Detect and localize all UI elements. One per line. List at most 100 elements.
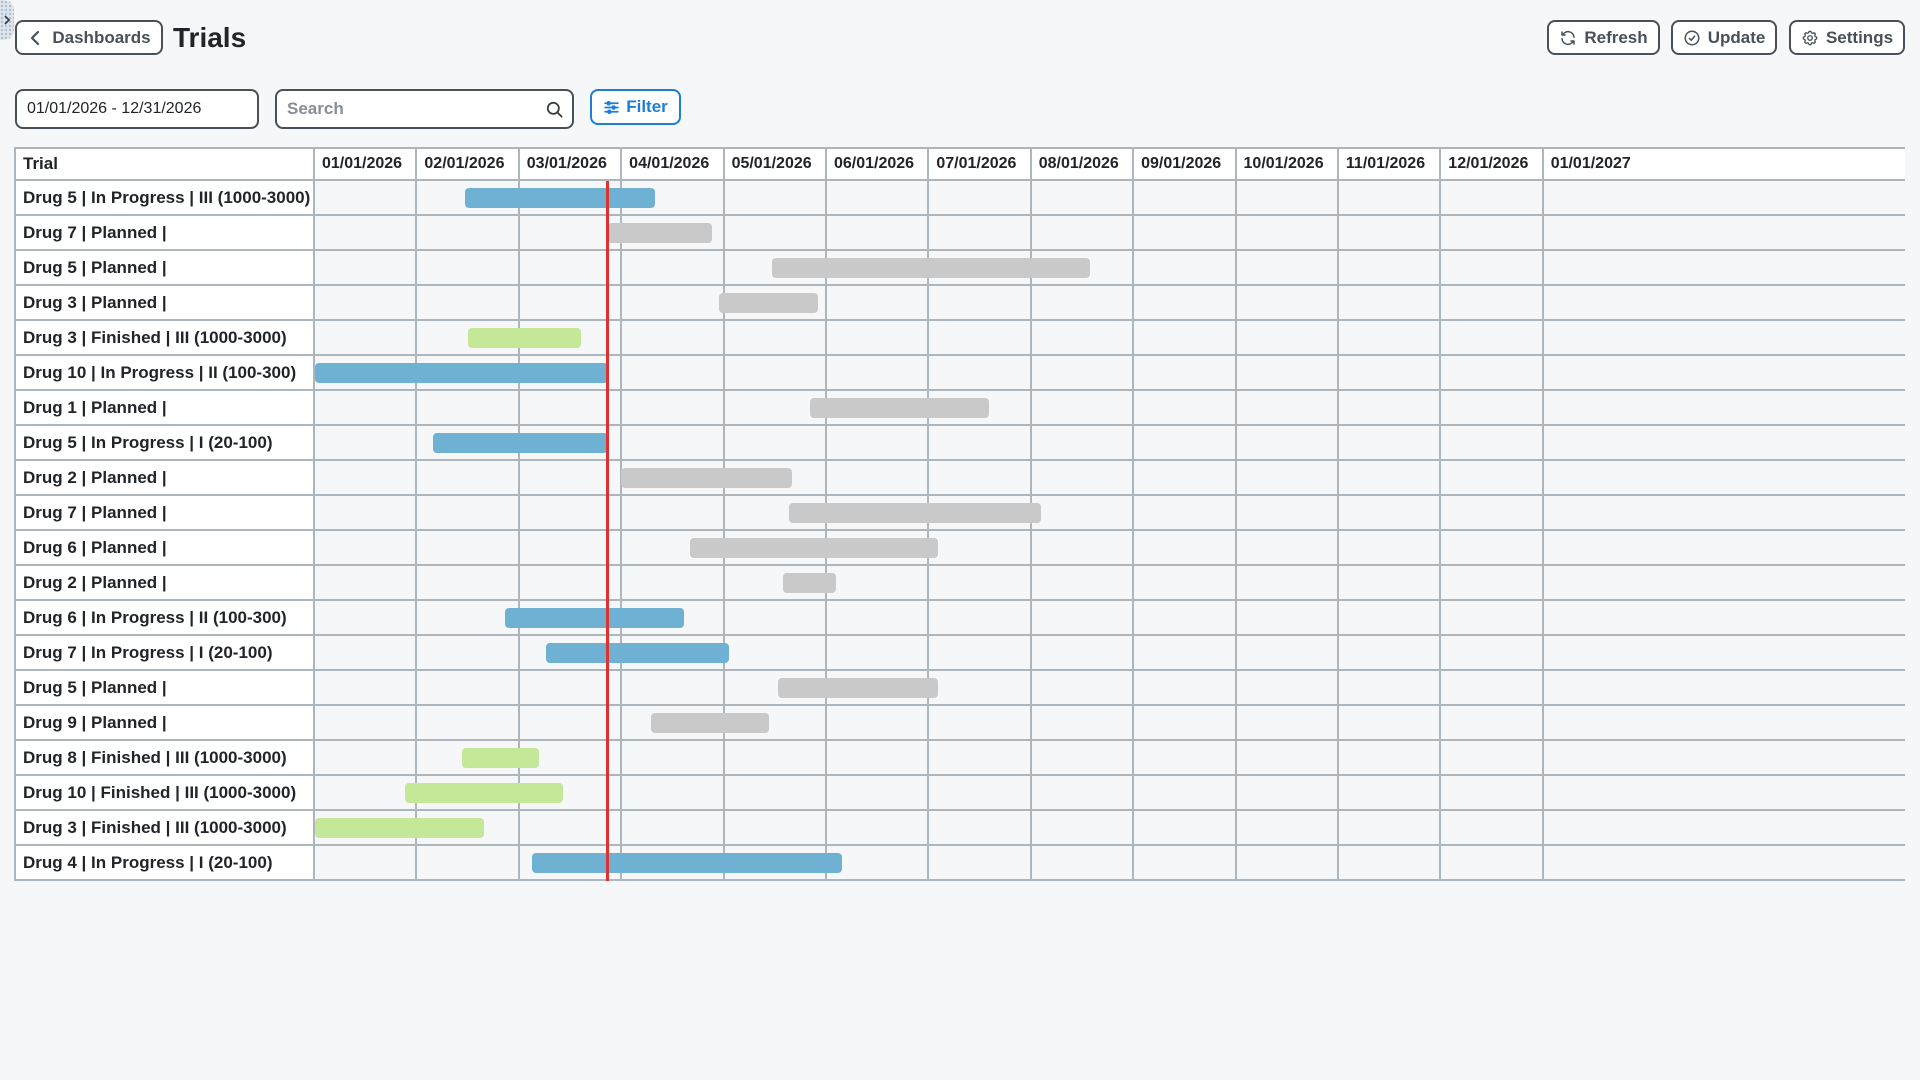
- trial-bar-planned[interactable]: [789, 503, 1041, 523]
- trial-bar-in-progress[interactable]: [505, 608, 684, 628]
- sidebar-toggle[interactable]: [0, 0, 14, 40]
- trial-label[interactable]: Drug 7 | Planned |: [14, 216, 315, 249]
- trial-timeline: [315, 846, 1905, 879]
- month-gridline: [1337, 566, 1339, 599]
- trial-bar-finished[interactable]: [468, 328, 581, 348]
- trial-bar-planned[interactable]: [690, 538, 938, 558]
- date-range-input[interactable]: 01/01/2026 - 12/31/2026: [15, 89, 259, 129]
- trial-bar-in-progress[interactable]: [546, 643, 729, 663]
- trial-timeline: [315, 181, 1905, 214]
- month-gridline: [1132, 531, 1135, 564]
- trial-bar-in-progress[interactable]: [465, 188, 655, 208]
- month-gridline: [517, 531, 520, 564]
- month-gridline: [1439, 636, 1442, 669]
- month-gridline: [1234, 181, 1237, 214]
- search-field[interactable]: [275, 89, 574, 129]
- trial-label[interactable]: Drug 5 | Planned |: [14, 671, 315, 704]
- trial-label[interactable]: Drug 3 | Finished | III (1000-3000): [14, 811, 315, 844]
- month-gridline: [1029, 391, 1032, 424]
- trial-bar-planned[interactable]: [783, 573, 836, 593]
- month-gridline: [1337, 426, 1339, 459]
- trial-bar-planned[interactable]: [651, 713, 769, 733]
- trial-row: Drug 6 | Planned |: [14, 531, 1905, 566]
- trial-bar-finished[interactable]: [462, 748, 539, 768]
- trial-label[interactable]: Drug 5 | In Progress | III (1000-3000): [14, 181, 315, 214]
- trial-label[interactable]: Drug 10 | Finished | III (1000-3000): [14, 776, 315, 809]
- trial-timeline: [315, 356, 1905, 389]
- month-gridline: [927, 461, 930, 494]
- back-to-dashboards-button[interactable]: Dashboards: [15, 20, 163, 55]
- sliders-icon: [604, 100, 619, 114]
- month-gridline: [1337, 601, 1339, 634]
- trial-label[interactable]: Drug 4 | In Progress | I (20-100): [14, 846, 315, 879]
- trial-row: Drug 2 | Planned |: [14, 566, 1905, 601]
- refresh-button[interactable]: Refresh: [1547, 20, 1660, 55]
- month-gridline: [517, 811, 520, 844]
- month-gridline: [1029, 286, 1032, 319]
- update-button[interactable]: Update: [1671, 20, 1777, 55]
- month-gridline: [927, 216, 930, 249]
- trial-label[interactable]: Drug 7 | Planned |: [14, 496, 315, 529]
- month-gridline: [825, 461, 827, 494]
- month-gridline: [620, 531, 623, 564]
- date-range-value: 01/01/2026 - 12/31/2026: [27, 100, 202, 117]
- month-gridline: [620, 251, 623, 284]
- month-gridline: [722, 496, 725, 529]
- trial-bar-planned[interactable]: [621, 468, 792, 488]
- trial-label[interactable]: Drug 10 | In Progress | II (100-300): [14, 356, 315, 389]
- trial-label[interactable]: Drug 7 | In Progress | I (20-100): [14, 636, 315, 669]
- month-gridline: [1439, 286, 1442, 319]
- trial-bar-planned[interactable]: [608, 223, 712, 243]
- settings-button[interactable]: Settings: [1789, 20, 1905, 55]
- month-gridline: [1337, 741, 1339, 774]
- trial-bar-planned[interactable]: [719, 293, 818, 313]
- month-gridline: [1439, 811, 1442, 844]
- trial-bar-finished[interactable]: [315, 818, 484, 838]
- trial-label[interactable]: Drug 2 | Planned |: [14, 461, 315, 494]
- trial-label[interactable]: Drug 9 | Planned |: [14, 706, 315, 739]
- trial-timeline: [315, 636, 1905, 669]
- month-gridline: [1029, 706, 1032, 739]
- trial-row: Drug 9 | Planned |: [14, 706, 1905, 741]
- search-icon[interactable]: [545, 100, 564, 119]
- trial-label[interactable]: Drug 5 | In Progress | I (20-100): [14, 426, 315, 459]
- month-header: 01/01/2026: [315, 149, 418, 179]
- search-input[interactable]: [277, 91, 527, 127]
- trial-bar-in-progress[interactable]: [433, 433, 608, 453]
- trial-label[interactable]: Drug 1 | Planned |: [14, 391, 315, 424]
- trial-label[interactable]: Drug 6 | In Progress | II (100-300): [14, 601, 315, 634]
- month-gridline: [1029, 426, 1032, 459]
- month-gridline: [1337, 496, 1339, 529]
- trial-row: Drug 6 | In Progress | II (100-300): [14, 601, 1905, 636]
- trial-label[interactable]: Drug 2 | Planned |: [14, 566, 315, 599]
- trial-bar-planned[interactable]: [810, 398, 989, 418]
- trial-label[interactable]: Drug 3 | Finished | III (1000-3000): [14, 321, 315, 354]
- month-gridline: [620, 706, 623, 739]
- month-header: 06/01/2026: [827, 149, 930, 179]
- month-gridline: [415, 741, 418, 774]
- gantt-body: Drug 5 | In Progress | III (1000-3000)Dr…: [14, 181, 1905, 881]
- trial-bar-in-progress[interactable]: [315, 363, 608, 383]
- filter-button[interactable]: Filter: [590, 89, 681, 125]
- trial-timeline: [315, 706, 1905, 739]
- month-gridline: [1541, 846, 1544, 879]
- trial-row: Drug 2 | Planned |: [14, 461, 1905, 496]
- month-gridline: [1337, 356, 1339, 389]
- month-gridline: [825, 356, 827, 389]
- trial-bar-finished[interactable]: [405, 783, 563, 803]
- month-gridline: [825, 216, 827, 249]
- trial-bar-in-progress[interactable]: [532, 853, 842, 873]
- trial-label[interactable]: Drug 3 | Planned |: [14, 286, 315, 319]
- month-gridline: [1132, 286, 1135, 319]
- trial-label[interactable]: Drug 5 | Planned |: [14, 251, 315, 284]
- trial-label[interactable]: Drug 6 | Planned |: [14, 531, 315, 564]
- trial-bar-planned[interactable]: [772, 258, 1090, 278]
- trial-bar-planned[interactable]: [778, 678, 938, 698]
- check-circle-icon: [1684, 30, 1700, 45]
- month-gridline: [1029, 321, 1032, 354]
- month-gridline: [1132, 461, 1135, 494]
- trial-label[interactable]: Drug 8 | Finished | III (1000-3000): [14, 741, 315, 774]
- month-gridline: [1337, 776, 1339, 809]
- month-gridline: [1541, 356, 1544, 389]
